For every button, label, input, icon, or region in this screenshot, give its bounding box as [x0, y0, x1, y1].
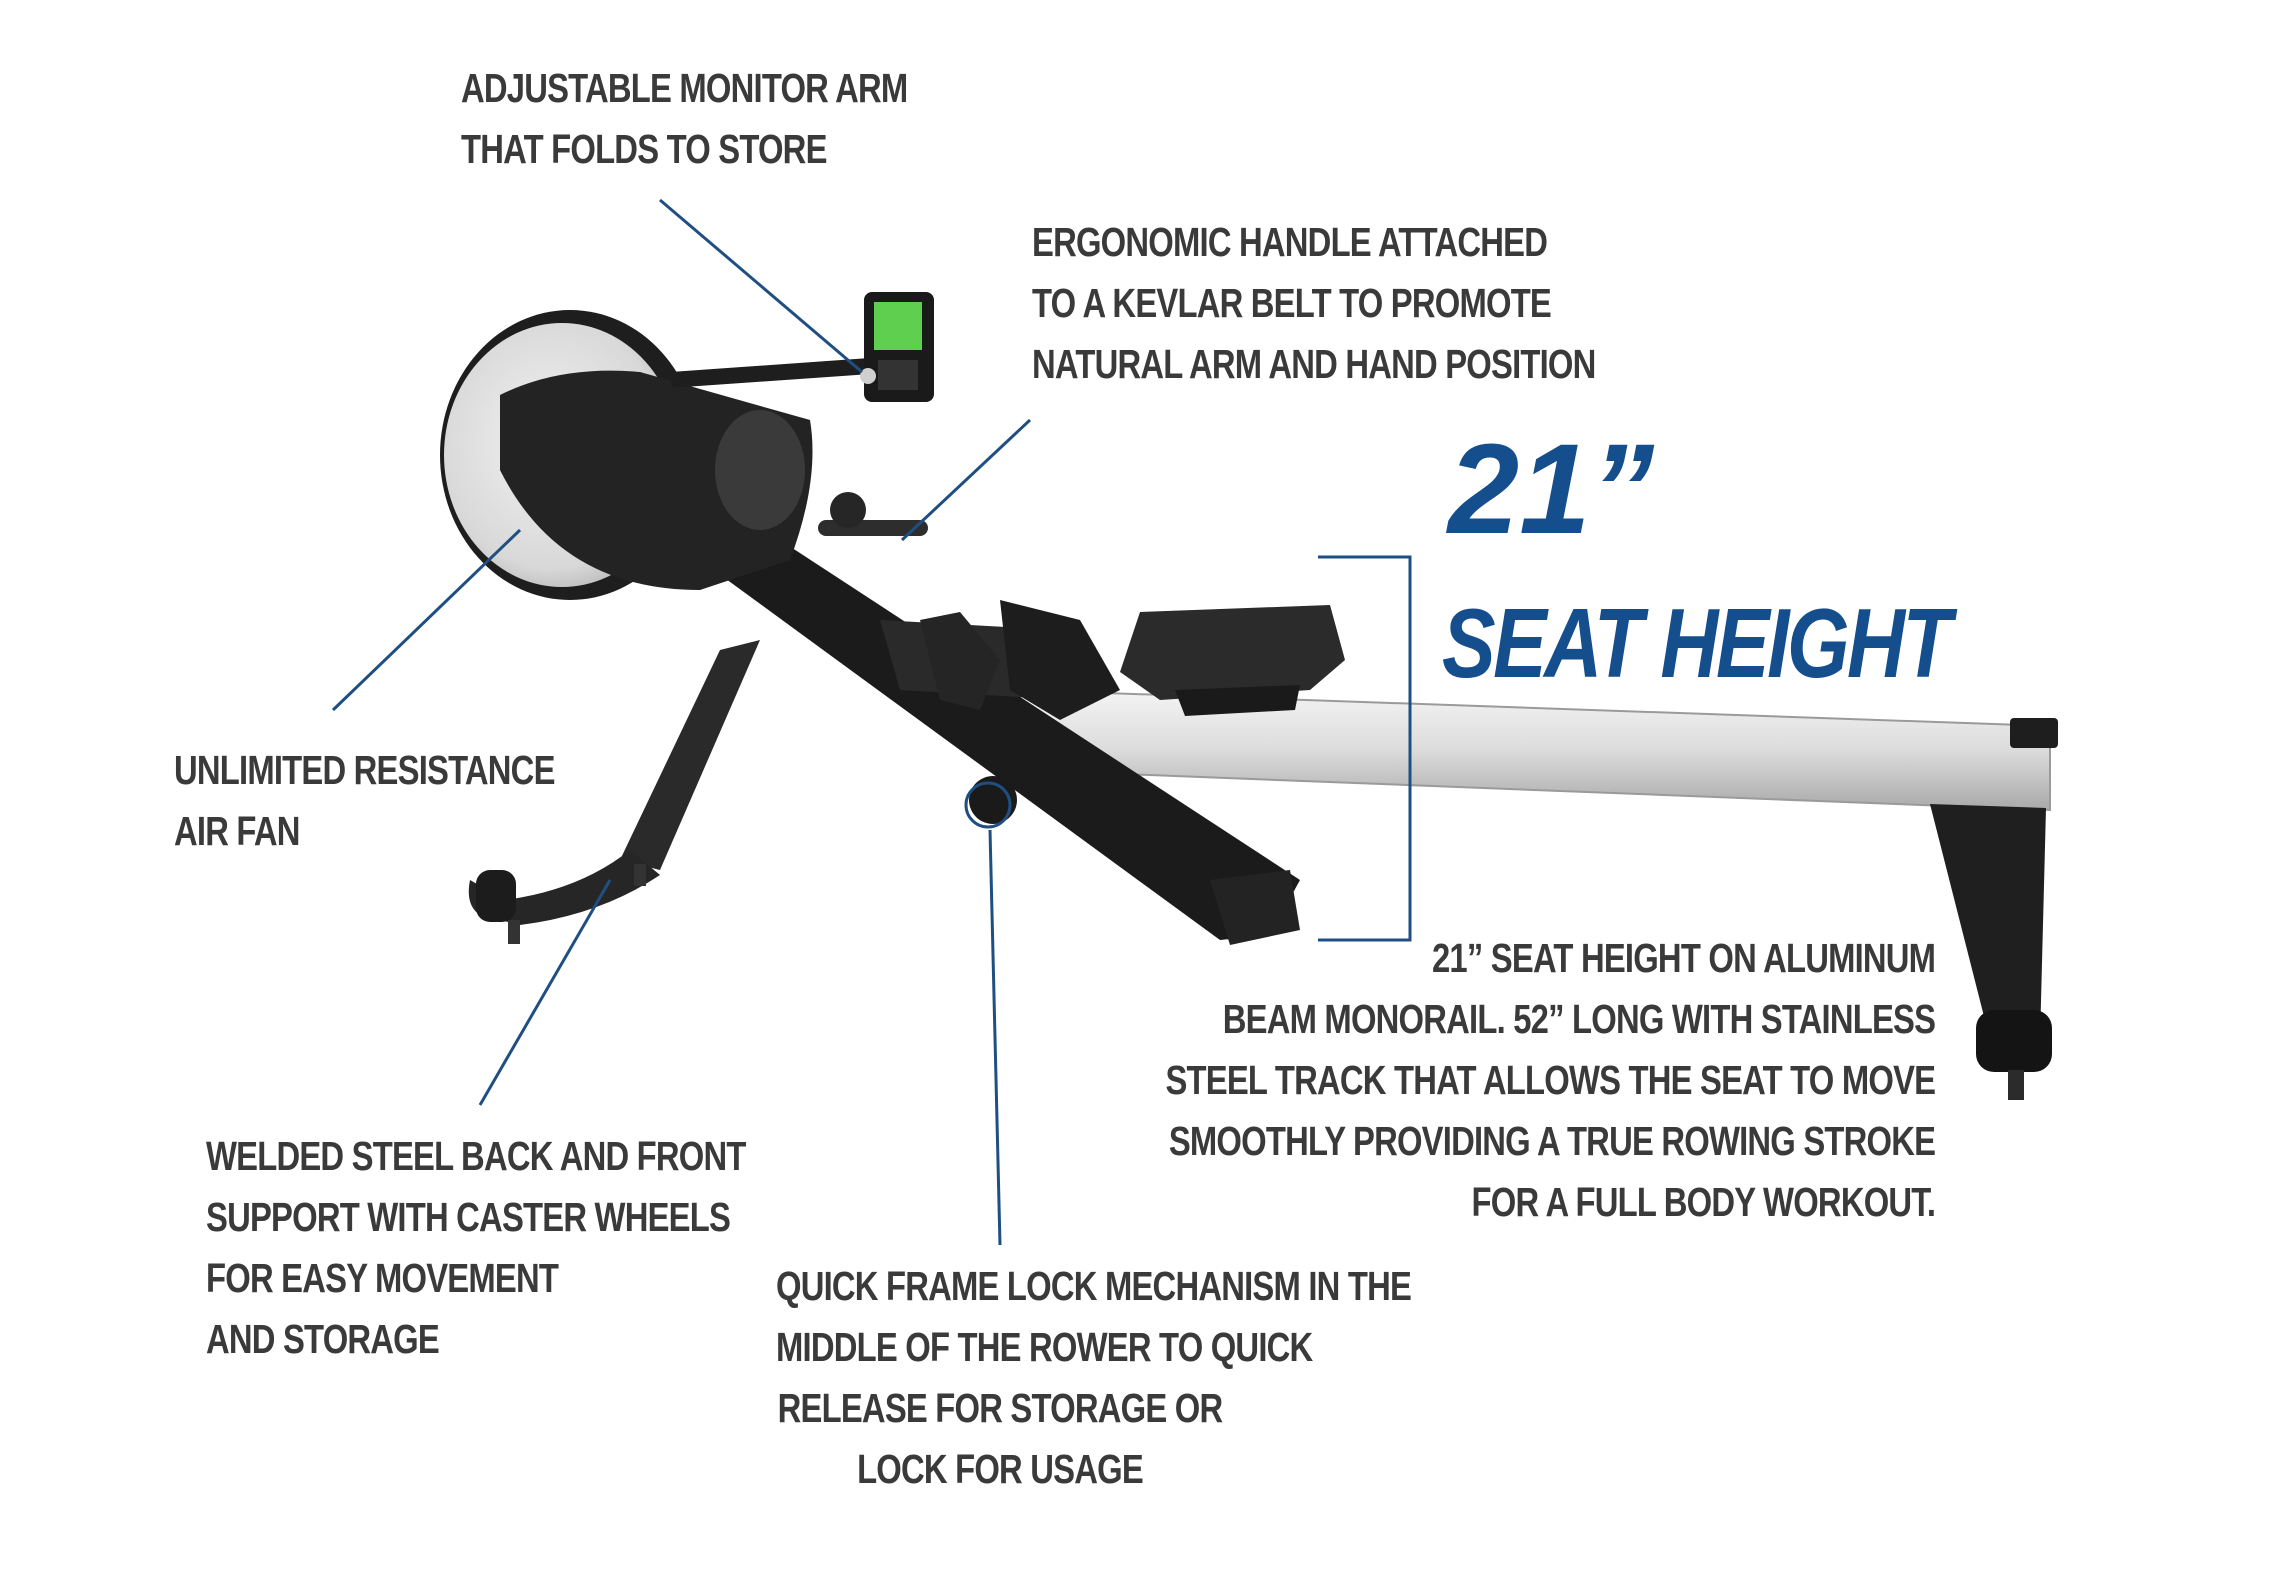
seat [1120, 605, 1345, 716]
air-fan-callout-line: AIR FAN [174, 808, 300, 854]
seat-height-label: SEAT HEIGHT [1442, 588, 1952, 698]
monorail-callout: 21” SEAT HEIGHT ON ALUMINUM BEAM MONORAI… [1165, 928, 1936, 1233]
rear-support-leg [468, 640, 760, 944]
monitor-arm-callout-line: THAT FOLDS TO STORE [461, 126, 827, 172]
support-callout-line: AND STORAGE [206, 1316, 440, 1362]
frame-lock-callout-line: MIDDLE OF THE ROWER TO QUICK [776, 1324, 1313, 1370]
frame-lock-callout: QUICK FRAME LOCK MECHANISM IN THE MIDDLE… [776, 1256, 1412, 1500]
monitor-arm [670, 292, 934, 402]
monorail-callout-line: 21” SEAT HEIGHT ON ALUMINUM [1431, 935, 1936, 981]
support-callout-line: WELDED STEEL BACK AND FRONT [206, 1133, 746, 1179]
aluminum-monorail [1019, 688, 2058, 812]
support-callout-line: SUPPORT WITH CASTER WHEELS [206, 1194, 731, 1240]
air-fan-callout-line: UNLIMITED RESISTANCE [174, 747, 555, 793]
monitor-arm-leader [659, 198, 863, 374]
handle-callout-line: ERGONOMIC HANDLE ATTACHED [1032, 219, 1548, 265]
handle-callout-line: NATURAL ARM AND HAND POSITION [1032, 341, 1596, 387]
fan-leader [331, 528, 522, 712]
monorail-callout-line: BEAM MONORAIL. 52” LONG WITH STAINLESS [1222, 996, 1936, 1042]
front-support-leg [1930, 804, 2052, 1100]
foot-stretchers [920, 600, 1120, 824]
seat-height-bracket [1318, 555, 1412, 942]
handle-leader [900, 418, 1032, 542]
monorail-callout-line: SMOOTHLY PROVIDING A TRUE ROWING STROKE [1168, 1118, 1936, 1164]
callout-lines [331, 198, 1412, 1246]
support-leader [478, 879, 612, 1106]
monitor-arm-callout: ADJUSTABLE MONITOR ARM THAT FOLDS TO STO… [461, 58, 908, 180]
ergonomic-handle [818, 492, 928, 536]
seat-height-value: 21” [1448, 418, 1655, 561]
support-callout-line: FOR EASY MOVEMENT [206, 1255, 559, 1301]
handle-callout-line: TO A KEVLAR BELT TO PROMOTE [1032, 280, 1552, 326]
monorail-callout-line: STEEL TRACK THAT ALLOWS THE SEAT TO MOVE [1165, 1057, 1936, 1103]
frame-lock-callout-line: QUICK FRAME LOCK MECHANISM IN THE [776, 1263, 1412, 1309]
monorail-callout-line: FOR A FULL BODY WORKOUT. [1471, 1179, 1935, 1225]
frame-lock-callout-line: LOCK FOR USAGE [857, 1446, 1144, 1492]
frame-lock-marker [964, 781, 1012, 829]
air-fan [440, 310, 813, 600]
handle-callout: ERGONOMIC HANDLE ATTACHED TO A KEVLAR BE… [1032, 212, 1596, 395]
air-fan-callout: UNLIMITED RESISTANCE AIR FAN [174, 740, 555, 862]
support-callout: WELDED STEEL BACK AND FRONT SUPPORT WITH… [206, 1126, 746, 1370]
frame-lock-callout-line: RELEASE FOR STORAGE OR [777, 1385, 1223, 1431]
frame-lock-leader [988, 829, 1002, 1246]
monitor-arm-callout-line: ADJUSTABLE MONITOR ARM [461, 65, 908, 111]
